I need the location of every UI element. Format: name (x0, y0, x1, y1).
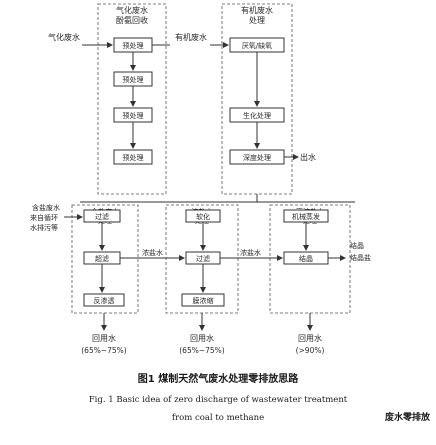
g2-box-3-label: 膜浓缩 (193, 296, 214, 305)
crystal-label: 结晶 (350, 241, 364, 250)
g1-box-3 (83, 293, 125, 307)
gas-box-1-label: 预处理 (123, 41, 144, 50)
gas-box-3-label: 预处理 (123, 111, 144, 120)
outputs-section: 回用水 (65%~75%) 回用水 (65%~75%) 回用水 (>90%) (81, 313, 324, 355)
g3-box-1-label: 机械蒸发 (292, 212, 320, 221)
g1-box-3-label: 反渗透 (94, 296, 115, 305)
output-3-pct: (>90%) (296, 346, 325, 355)
caption-en-line1: Fig. 1 Basic idea of zero discharge of w… (89, 395, 348, 405)
crystal-salt-label: 结晶盐 (350, 253, 371, 262)
g2-box-2-label: 过滤 (196, 254, 210, 263)
middle-section: 含盐废水 处理 浓盐水 处理 高浓盐水 处理 含盐废水 来自循环 水排污等 过滤… (30, 203, 371, 314)
org-box-1-label: 厌氧/缺氧 (242, 41, 272, 50)
org-box-2-label: 生化处理 (243, 111, 271, 120)
caption-en-line2: from coal to methane (172, 413, 264, 423)
top-section: 气化废水 酚氨回收 有机废水 处理 气化废水 有机废水 预处理 预处理 预处理 … (48, 3, 355, 203)
caption-cn: 图1 煤制天然气废水处理零排放思路 (138, 372, 299, 385)
org-box-3-label: 深度处理 (243, 153, 271, 162)
g1-box-2-label: 超滤 (95, 254, 109, 263)
g3-box-2-label: 结晶 (299, 254, 313, 263)
gas-box-2-label: 预处理 (123, 75, 144, 84)
gasification-group-frame (97, 3, 167, 195)
gasification-title-2: 酚氨回收 (116, 15, 148, 25)
salt-input-label-1: 含盐废水 (32, 203, 60, 212)
g2-to-g3-label: 浓盐水 (240, 248, 261, 257)
org-output-label: 出水 (300, 152, 316, 162)
g1-box-1-label: 过滤 (95, 212, 109, 221)
gas-box-4-label: 预处理 (123, 153, 144, 162)
g1-to-g2-label: 浓盐水 (142, 248, 163, 257)
salt-input-label-3: 水排污等 (30, 223, 58, 232)
caption: 图1 煤制天然气废水处理零排放思路 Fig. 1 Basic idea of z… (89, 372, 431, 423)
output-2-pct: (65%~75%) (179, 346, 225, 355)
output-3-label: 回用水 (298, 333, 322, 343)
organic-title-1: 有机废水 (241, 5, 273, 15)
organic-input-label: 有机废水 (175, 32, 207, 42)
salt-input-label-2: 来自循环 (30, 213, 58, 222)
gas-box-4 (113, 149, 153, 165)
output-1-pct: (65%~75%) (81, 346, 127, 355)
caption-corner: 废水零排放 (385, 411, 431, 423)
salt-group-frame (71, 204, 139, 314)
g2-box-1-label: 软化 (196, 212, 210, 221)
output-1-label: 回用水 (92, 333, 116, 343)
g2-box-3 (181, 293, 225, 307)
gasification-title-1: 气化废水 (116, 5, 148, 15)
organic-title-2: 处理 (249, 15, 265, 25)
gasification-input-label: 气化废水 (48, 32, 80, 42)
output-2-label: 回用水 (190, 333, 214, 343)
